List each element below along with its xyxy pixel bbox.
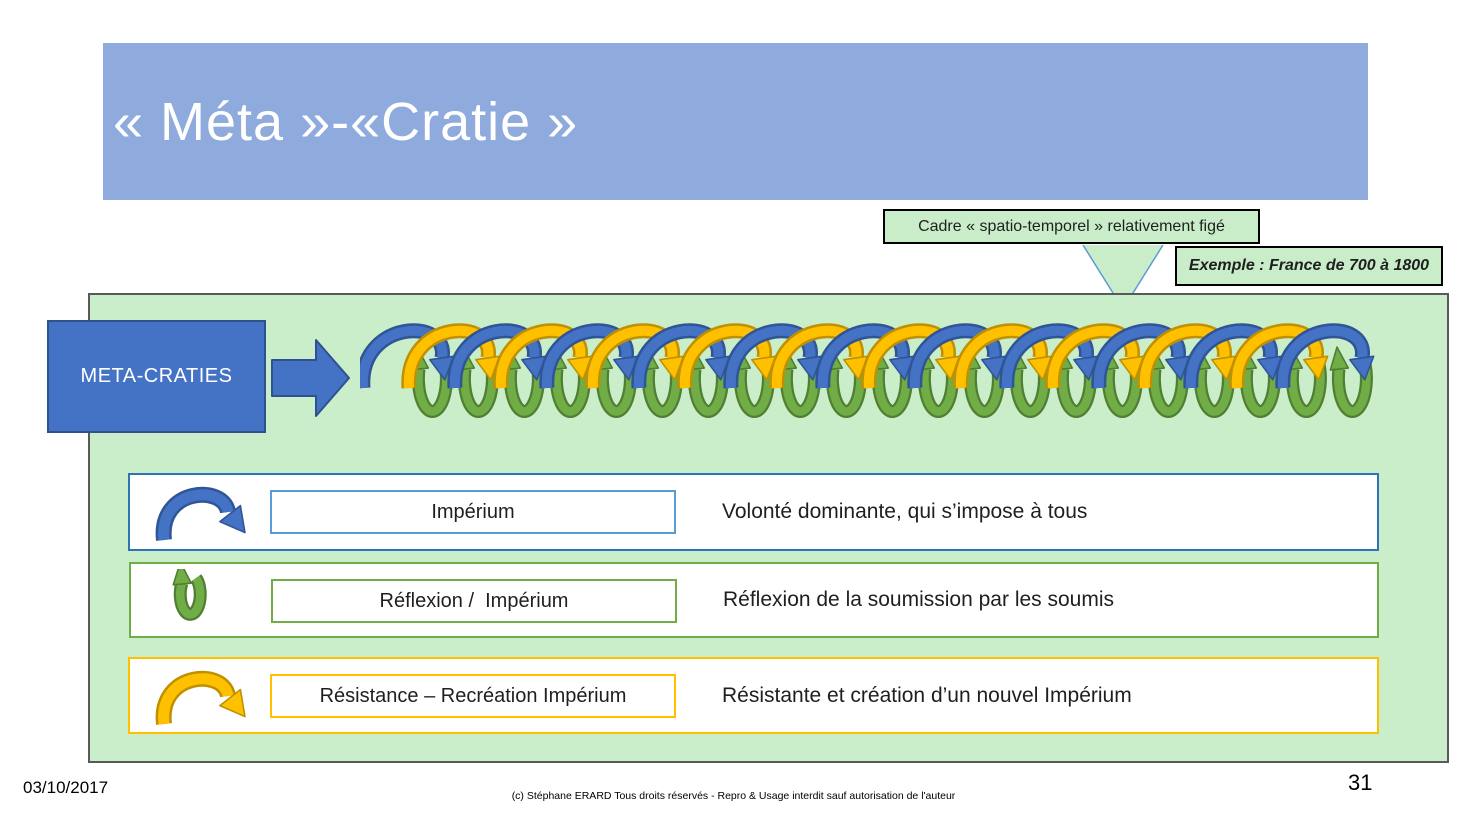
blue-arc-icon: [999, 323, 1099, 389]
footer-copyright: (c) Stéphane ERARD Tous droits réservés …: [511, 790, 956, 802]
blue-arc-icon: [539, 323, 639, 389]
ribbon-fill: [725, 325, 816, 389]
ribbon-fill: [1139, 325, 1230, 389]
legend-label-box-imperium: Impérium: [270, 490, 676, 534]
arrow-head: [1303, 355, 1329, 381]
blue-arc-icon: [1275, 323, 1375, 389]
legend-description-resistance: Résistante et création d’un nouvel Impér…: [722, 683, 1132, 707]
footer-date: 03/10/2017: [23, 778, 109, 797]
ribbon-fill: [1334, 358, 1371, 416]
page-title: « Méta »-«Cratie »: [113, 91, 579, 152]
legend-label-imperium: Impérium: [431, 500, 515, 523]
ribbon-fill: [771, 325, 862, 389]
arrow-head: [1329, 346, 1350, 371]
legend-description-imperium: Volonté dominante, qui s’impose à tous: [722, 500, 1088, 523]
ribbon-fill: [1104, 358, 1141, 416]
blue-arc-icon: [631, 323, 731, 389]
ribbon-fill: [1058, 358, 1095, 416]
ribbon-fill: [1185, 325, 1276, 389]
ribbon-fill: [690, 358, 727, 416]
page-number: 31: [1348, 770, 1373, 795]
blue-arc-icon: [1091, 323, 1191, 389]
arrow-head: [219, 504, 246, 534]
green-loop-icon: [172, 569, 207, 621]
title-banner: « Méta »-«Cratie »: [103, 43, 1368, 200]
ribbon-fill: [1277, 325, 1368, 389]
blue-arc-icon: [907, 323, 1007, 389]
ribbon-fill: [495, 325, 586, 389]
ribbon-fill: [414, 358, 451, 416]
ribbon-fill: [679, 325, 770, 389]
ribbon-fill: [828, 358, 865, 416]
green-loop-icon: [1329, 346, 1373, 418]
blue-arc-icon: [815, 323, 915, 389]
ribbon-fill: [633, 325, 724, 389]
ribbon-fill: [158, 489, 234, 541]
ribbon-fill: [863, 325, 954, 389]
ribbon-fill: [460, 358, 497, 416]
callout-frame: Cadre « spatio-temporel » relativement f…: [883, 209, 1260, 244]
arrow-head: [172, 569, 193, 586]
yellow-arc-icon: [1229, 323, 1329, 389]
ribbon-fill: [1150, 358, 1187, 416]
legend-label-box-reflexion: Réflexion / Impérium: [271, 579, 677, 623]
yellow-arc-icon: [585, 323, 685, 389]
meta-cycle-chain-graphic: [360, 323, 1375, 418]
ribbon-fill: [360, 325, 448, 389]
yellow-arc-icon: [953, 323, 1053, 389]
yellow-arc-icon: [677, 323, 777, 389]
legend-label-resistance: Résistance – Recréation Impérium: [319, 684, 627, 707]
ribbon-fill: [1047, 325, 1138, 389]
ribbon-fill: [909, 325, 1000, 389]
ribbon-fill: [598, 358, 635, 416]
ribbon-fill: [644, 358, 681, 416]
legend-row-resistance: Résistance – Recréation Impérium Résista…: [128, 657, 1379, 734]
meta-craties-box: META-CRATIES: [47, 320, 266, 433]
callout-example-label: Exemple : France de 700 à 1800: [1188, 257, 1430, 274]
ribbon-fill: [782, 358, 819, 416]
ribbon-fill: [1231, 325, 1322, 389]
ribbon-fill: [874, 358, 911, 416]
ribbon-fill: [506, 358, 543, 416]
ribbon-fill: [403, 325, 494, 389]
blue-arc-icon: [447, 323, 547, 389]
blue-arc-icon: [1183, 323, 1283, 389]
ribbon-fill: [1012, 358, 1049, 416]
right-arrow-icon: [271, 339, 350, 417]
ribbon-fill: [966, 358, 1003, 416]
ribbon-fill: [736, 358, 773, 416]
callout-frame-label: Cadre « spatio-temporel » relativement f…: [918, 217, 1225, 235]
ribbon-fill: [176, 575, 205, 619]
legend-label-reflexion: Réflexion / Impérium: [379, 589, 569, 612]
ribbon-fill: [552, 358, 589, 416]
arrow-head: [219, 688, 246, 718]
arrow-head: [1349, 355, 1375, 381]
blue-arc-icon: [155, 486, 246, 541]
legend-description-reflexion: Réflexion de la soumission par les soumi…: [723, 588, 1115, 611]
yellow-arc-icon: [861, 323, 961, 389]
ribbon-fill: [817, 325, 908, 389]
ribbon-fill: [920, 358, 957, 416]
blue-arc-icon: [723, 323, 823, 389]
ribbon-fill: [1242, 358, 1279, 416]
yellow-arc-icon: [769, 323, 869, 389]
meta-craties-label: META-CRATIES: [80, 365, 233, 387]
ribbon-fill: [158, 673, 234, 725]
legend-row-imperium: Impérium Volonté dominante, qui s’impose…: [128, 473, 1379, 551]
ribbon-fill: [587, 325, 678, 389]
ribbon-fill: [955, 325, 1046, 389]
ribbon-fill: [449, 325, 540, 389]
legend-label-box-resistance: Résistance – Recréation Impérium: [270, 674, 676, 718]
callout-example: Exemple : France de 700 à 1800: [1175, 246, 1443, 286]
ribbon-fill: [1001, 325, 1092, 389]
legend-row-reflexion: Réflexion / Impérium Réflexion de la sou…: [129, 562, 1379, 638]
ribbon-fill: [541, 325, 632, 389]
block-arrow-shape: [271, 339, 350, 417]
ribbon-fill: [1288, 358, 1325, 416]
ribbon-fill: [1093, 325, 1184, 389]
yellow-arc-icon: [1137, 323, 1237, 389]
ribbon-fill: [1196, 358, 1233, 416]
yellow-arc-icon: [155, 670, 246, 725]
